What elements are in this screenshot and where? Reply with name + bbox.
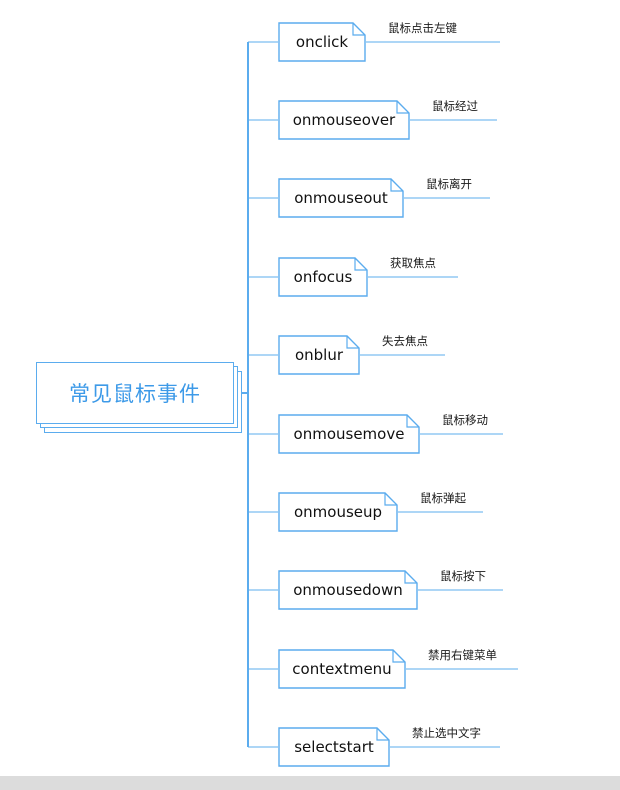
- branch-node-label: onmousedown: [293, 581, 403, 599]
- branch-caption-onmouseover: 鼠标经过: [432, 99, 478, 113]
- node-outline: [278, 414, 420, 454]
- root-node-label: 常见鼠标事件: [69, 382, 201, 406]
- node-fold-crease-icon: [346, 336, 359, 349]
- node-fold-crease-icon: [390, 179, 403, 192]
- node-shape-folded-corner: [278, 22, 366, 62]
- branch-node-label: onmousemove: [293, 425, 405, 443]
- root-node[interactable]: 常见鼠标事件: [36, 362, 242, 433]
- branch-node-onblur[interactable]: onblur: [278, 335, 360, 375]
- node-fold-crease-icon: [352, 23, 365, 36]
- branch-node-label: onmouseup: [293, 503, 383, 521]
- bottom-status-bar: [0, 776, 620, 790]
- node-shape-folded-corner: [278, 649, 406, 689]
- branch-caption-contextmenu: 禁用右键菜单: [428, 648, 497, 662]
- branch-node-contextmenu[interactable]: contextmenu: [278, 649, 406, 689]
- branch-node-onclick[interactable]: onclick: [278, 22, 366, 62]
- node-outline: [278, 100, 410, 140]
- node-outline: [278, 257, 368, 297]
- node-outline: [278, 649, 406, 689]
- branch-caption-selectstart: 禁止选中文字: [412, 726, 481, 740]
- root-node-card[interactable]: 常见鼠标事件: [36, 362, 234, 424]
- branch-caption-onmousedown: 鼠标按下: [440, 569, 486, 583]
- node-shape-folded-corner: [278, 257, 368, 297]
- branch-node-label: onblur: [294, 346, 344, 364]
- node-shape-folded-corner: [278, 492, 398, 532]
- node-outline: [278, 492, 398, 532]
- node-shape-folded-corner: [278, 727, 390, 767]
- node-outline: [278, 178, 404, 218]
- node-outline: [278, 727, 390, 767]
- branch-node-onmouseout[interactable]: onmouseout: [278, 178, 404, 218]
- node-fold-crease-icon: [384, 493, 397, 506]
- branch-node-label: onclick: [295, 33, 349, 51]
- branch-caption-onblur: 失去焦点: [382, 334, 428, 348]
- branch-node-onmouseover[interactable]: onmouseover: [278, 100, 410, 140]
- branch-node-onmousedown[interactable]: onmousedown: [278, 570, 418, 610]
- branch-node-label: selectstart: [294, 738, 374, 756]
- branch-caption-onmouseup: 鼠标弹起: [420, 491, 466, 505]
- node-outline: [278, 22, 366, 62]
- node-fold-crease-icon: [392, 650, 405, 663]
- node-shape-folded-corner: [278, 335, 360, 375]
- node-shape-folded-corner: [278, 570, 418, 610]
- node-shape-folded-corner: [278, 100, 410, 140]
- branch-caption-onmousemove: 鼠标移动: [442, 413, 488, 427]
- node-fold-crease-icon: [404, 571, 417, 584]
- node-shape-folded-corner: [278, 414, 420, 454]
- node-fold-crease-icon: [376, 728, 389, 741]
- branch-node-onmouseup[interactable]: onmouseup: [278, 492, 398, 532]
- branch-node-label: onmouseout: [294, 189, 388, 207]
- branch-caption-onmouseout: 鼠标离开: [426, 177, 472, 191]
- node-fold-crease-icon: [396, 101, 409, 114]
- branch-node-label: contextmenu: [292, 660, 392, 678]
- node-fold-crease-icon: [406, 415, 419, 428]
- branch-caption-onclick: 鼠标点击左键: [388, 21, 457, 35]
- branch-node-onmousemove[interactable]: onmousemove: [278, 414, 420, 454]
- node-shape-folded-corner: [278, 178, 404, 218]
- node-outline: [278, 570, 418, 610]
- branch-node-label: onmouseover: [292, 111, 396, 129]
- branch-node-onfocus[interactable]: onfocus: [278, 257, 368, 297]
- branch-caption-onfocus: 获取焦点: [390, 256, 436, 270]
- node-outline: [278, 335, 360, 375]
- node-fold-crease-icon: [354, 258, 367, 271]
- branch-node-label: onfocus: [293, 268, 353, 286]
- branch-node-selectstart[interactable]: selectstart: [278, 727, 390, 767]
